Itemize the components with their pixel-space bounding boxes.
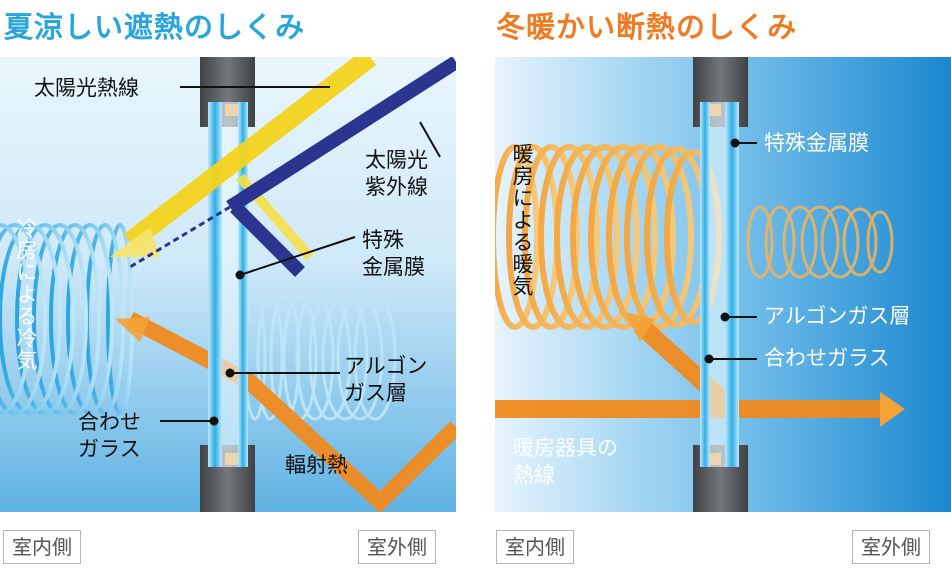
label-cooling-membrane: 特殊 金属膜 — [362, 228, 425, 279]
label-heater-rays: 暖房器具の 熱線 — [513, 436, 618, 487]
cooling-inside-tag: 室内側 — [3, 530, 81, 564]
cooling-diagram: 太陽光熱線 太陽光 紫外線 特殊 金属膜 アルゴン ガス層 合わせ ガラス 輻射… — [0, 57, 456, 512]
cooling-outside-tag: 室外側 — [358, 530, 436, 564]
label-heating-laminated: 合わせガラス — [764, 346, 890, 370]
label-solar-heat: 太陽光熱線 — [34, 76, 139, 100]
cooling-title: 夏涼しい遮熱のしくみ — [4, 10, 306, 44]
label-uv: 太陽光 紫外線 — [365, 148, 428, 199]
label-cooling-laminated: 合わせ ガラス — [78, 410, 141, 461]
cooling-diagram-graphic — [0, 57, 456, 512]
heating-title: 冬暖かい断熱のしくみ — [496, 10, 798, 44]
heating-inside-tag: 室内側 — [496, 530, 574, 564]
label-heating-argon: アルゴンガス層 — [764, 304, 911, 328]
heating-diagram: 暖房による暖気 特殊金属膜 アルゴンガス層 合わせガラス 暖房器具の 熱線 — [495, 57, 951, 512]
label-warm-air: 暖房による暖気 — [510, 143, 534, 297]
label-heating-membrane: 特殊金属膜 — [764, 131, 869, 155]
label-radiant-heat: 輻射熱 — [285, 453, 348, 477]
heating-diagram-graphic — [495, 57, 951, 512]
label-cool-air: 冷房による冷気 — [14, 217, 38, 371]
label-cooling-argon: アルゴン ガス層 — [344, 354, 428, 405]
heating-outside-tag: 室外側 — [852, 530, 930, 564]
